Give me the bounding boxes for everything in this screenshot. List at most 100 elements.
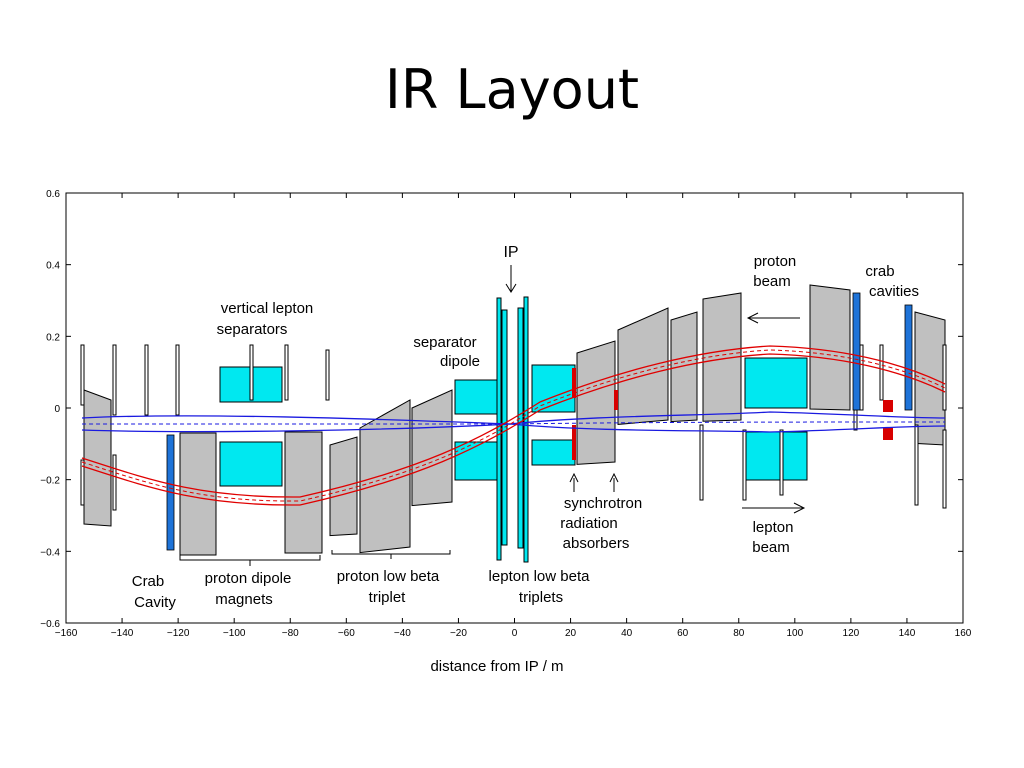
x-tick-label: 80 (733, 628, 745, 639)
lepton-beam-axis (82, 421, 946, 425)
x-tick-label: −80 (282, 628, 299, 639)
synchrotron-label-2: radiation (560, 515, 618, 532)
proton-magnet (914, 311, 946, 446)
lepton-element (219, 441, 283, 487)
lepton-beam-lower (81, 423, 946, 433)
x-tick-label: 60 (677, 628, 689, 639)
proton-low-beta-triplet-label-1: proton low beta (337, 568, 440, 585)
proton-beam-label-2: beam (753, 273, 791, 290)
beam-element-post (175, 344, 180, 416)
beam-element-post (80, 344, 85, 406)
beam-element-post (779, 429, 784, 496)
proton-magnet (670, 311, 698, 423)
proton-magnet (83, 389, 112, 527)
lepton-beam-label-1: lepton (753, 519, 794, 536)
x-tick-label: 120 (843, 628, 860, 639)
proton-dipole-brace (179, 555, 321, 566)
lepton-element (531, 439, 576, 466)
x-tick-label: −40 (394, 628, 411, 639)
beam-element-post (112, 454, 117, 511)
beam-element-post (112, 344, 117, 416)
proton-triplet-brace (331, 550, 451, 559)
proton-magnet (576, 340, 616, 465)
absorber (883, 400, 893, 412)
y-tick-label: −0.2 (40, 476, 60, 487)
lepton-beam-arrowhead (793, 502, 806, 514)
absorber (883, 428, 893, 440)
ip-label: IP (503, 244, 518, 261)
lepton-beam-label-2: beam (752, 539, 790, 556)
x-tick-label: −120 (167, 628, 190, 639)
synchrotron-label-3: absorbers (563, 535, 630, 552)
proton-beam-lower (81, 353, 946, 506)
lepton-low-beta-plate (517, 307, 524, 549)
absorber (572, 368, 576, 398)
lepton-element (454, 441, 501, 481)
lepton-low-beta-plate (501, 309, 508, 546)
y-tick-label: −0.4 (40, 547, 60, 558)
beam-element-post (325, 349, 330, 401)
separator-dipole-label-2: dipole (440, 353, 480, 370)
lepton-low-beta-plate (496, 297, 502, 561)
beam-element-post (144, 344, 149, 416)
x-tick-label: 140 (899, 628, 916, 639)
x-tick-label: −160 (55, 628, 78, 639)
lepton-low-beta-triplets-label-1: lepton low beta (489, 568, 591, 585)
proton-low-beta-triplet-label-2: triplet (369, 589, 407, 606)
crab-cavity-label-1: Crab (132, 573, 165, 590)
proton-beam-arrowhead (746, 312, 759, 324)
vertical-lepton-separators-label-2: separators (217, 321, 288, 338)
ip-arrowhead (505, 283, 517, 293)
proton-magnet (809, 284, 851, 411)
proton-dipole-magnets-label-1: proton dipole (205, 570, 292, 587)
beam-element-post (699, 424, 704, 501)
crab-cavity (852, 292, 861, 411)
beam-element-post (249, 344, 254, 401)
synchrotron-label-1: synchrotron (564, 495, 642, 512)
beam-element-post (284, 344, 289, 401)
proton-magnet (702, 292, 742, 422)
proton-beam-axis (81, 349, 946, 502)
proton-magnet (359, 399, 411, 554)
lepton-element (744, 431, 808, 481)
y-tick-label: 0.4 (46, 261, 60, 272)
absorber (614, 390, 618, 410)
x-tick-label: 0 (512, 628, 518, 639)
absorber (572, 425, 576, 460)
beam-element-post (914, 424, 919, 506)
page-title: IR Layout (384, 58, 640, 121)
x-tick-label: 40 (621, 628, 633, 639)
vertical-lepton-separators-label-1: vertical lepton (221, 300, 314, 317)
x-axis-label: distance from IP / m (430, 658, 563, 675)
crab-cavity (904, 304, 913, 411)
absorber-arrowhead-right (609, 472, 619, 483)
crab-cavities-label-2: cavities (869, 283, 919, 300)
y-tick-label: 0.6 (46, 189, 60, 200)
proton-beam-upper (81, 345, 946, 498)
x-tick-label: 100 (786, 628, 803, 639)
y-tick-label: 0.2 (46, 332, 60, 343)
x-tick-label: −60 (338, 628, 355, 639)
y-tick-label: −0.6 (40, 619, 60, 630)
beam-element-post (942, 429, 947, 509)
lepton-element (744, 357, 808, 409)
x-tick-label: 160 (955, 628, 972, 639)
x-tick-label: 20 (565, 628, 577, 639)
proton-dipole-magnets-label-2: magnets (215, 591, 273, 608)
y-tick-label: 0 (54, 404, 60, 415)
absorber-arrowhead-left (569, 472, 579, 483)
beam-element-post (942, 344, 947, 411)
proton-beam-label-1: proton (754, 253, 797, 270)
beam-element-post (853, 409, 858, 431)
beam-element-post (80, 459, 85, 506)
lepton-beam-upper (81, 411, 946, 425)
beam-element-post (742, 429, 747, 501)
crab-cavities-label-1: crab (865, 263, 894, 280)
lepton-low-beta-triplets-label-2: triplets (519, 589, 563, 606)
proton-magnet (411, 389, 453, 507)
proton-magnet (284, 431, 323, 554)
x-tick-label: −140 (111, 628, 134, 639)
separator-dipole-label-1: separator (413, 334, 476, 351)
x-tick-label: −100 (223, 628, 246, 639)
